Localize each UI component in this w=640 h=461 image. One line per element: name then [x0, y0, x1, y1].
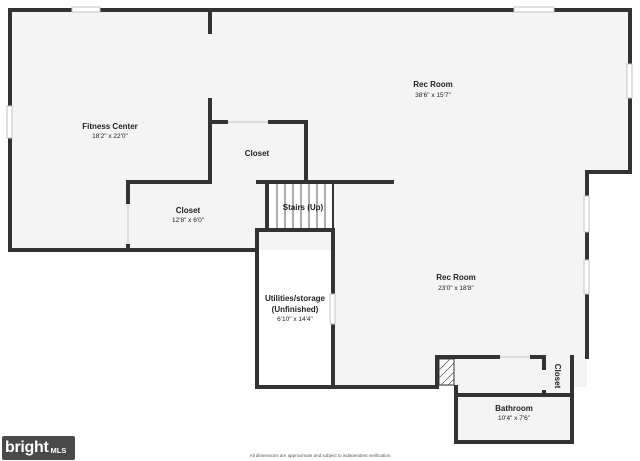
room-name-closet-left: Closet: [176, 206, 201, 215]
room-dims-rec-lower: 23'0" x 18'8": [438, 285, 474, 292]
room-dims-closet-left: 12'8" x 6'0": [172, 217, 205, 224]
room-name-bathroom: Bathroom: [495, 404, 533, 413]
room-name-rec-upper: Rec Room: [413, 80, 453, 89]
disclaimer: All dimensions are approximate and subje…: [249, 453, 391, 458]
room-name-closet-small: Closet: [553, 364, 562, 389]
room-dims-bathroom: 10'4" x 7'6": [498, 415, 531, 422]
room-dims-fitness: 18'2" x 22'0": [92, 133, 128, 140]
room-dims-rec-upper: 38'6" x 15'7": [415, 92, 451, 99]
room-name-fitness: Fitness Center: [82, 122, 138, 131]
logo-suffix: MLS: [50, 446, 67, 455]
door-frames: [127, 121, 530, 358]
windows: [6, 6, 633, 325]
room-labels: Fitness Center 18'2" x 22'0" Rec Room 38…: [82, 80, 562, 422]
room-name-stairs: Stairs (Up): [283, 203, 324, 212]
room-dims-utilities: 6'10" x 14'4": [277, 316, 313, 323]
hatched-shaft: [438, 358, 455, 386]
window: [583, 259, 590, 295]
room-name-rec-lower: Rec Room: [436, 273, 476, 282]
walls: [8, 8, 632, 444]
window: [583, 195, 590, 233]
window: [626, 63, 633, 99]
window: [6, 105, 13, 139]
room-name-utilities: Utilities/storage: [265, 294, 326, 303]
room-name-utilities-2: (Unfinished): [272, 305, 319, 314]
brightmls-logo: bright MLS: [2, 436, 75, 460]
window: [71, 6, 101, 13]
window: [329, 293, 336, 325]
logo-word: bright: [5, 439, 49, 456]
stairs: [269, 184, 334, 228]
room-name-closet-upper: Closet: [245, 149, 270, 158]
window: [513, 6, 555, 13]
